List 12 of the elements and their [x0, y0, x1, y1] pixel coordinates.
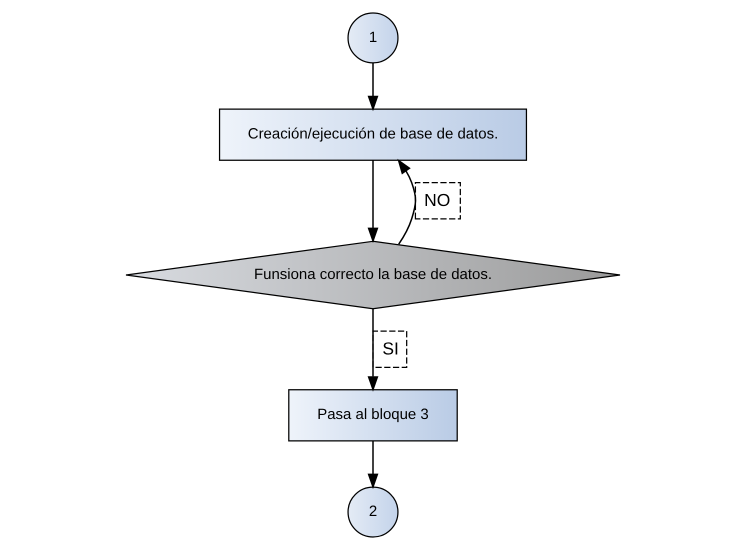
arrow — [397, 158, 416, 245]
node-diamond: Funsiona correcto la base de datos. — [125, 240, 621, 310]
arrow — [368, 308, 378, 392]
node-box: Pasa al bloque 3 — [288, 389, 458, 442]
node-box: Creación/ejecución de base de datos. — [218, 108, 528, 161]
edge-label: NO — [424, 190, 450, 210]
arrow — [368, 62, 378, 112]
arrow — [368, 441, 378, 490]
edge-label: SI — [382, 338, 399, 358]
arrow — [368, 160, 378, 244]
node-circle: 1 — [347, 12, 399, 64]
node-circle: 2 — [347, 486, 399, 538]
